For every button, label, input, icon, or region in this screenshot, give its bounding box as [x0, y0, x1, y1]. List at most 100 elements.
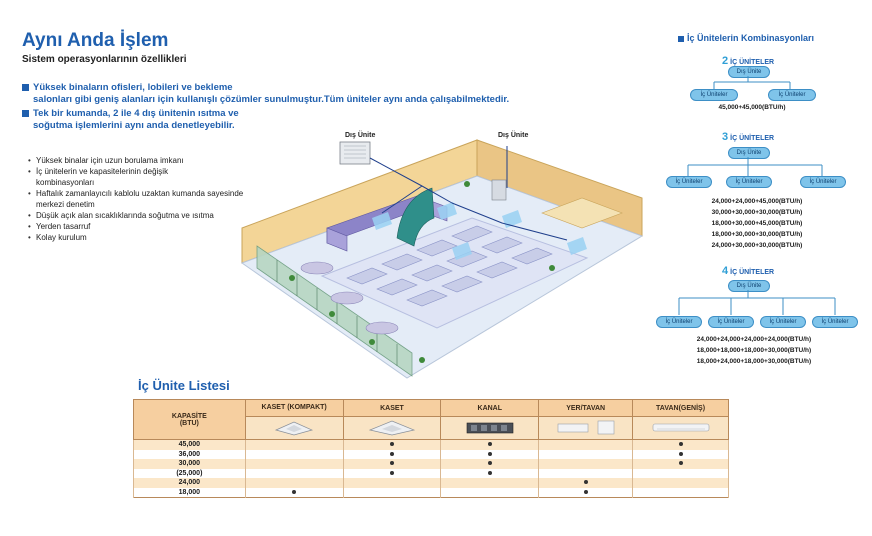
available-dot-icon [487, 461, 492, 466]
combination-values: 45,000+45,000(BTU/h) [718, 104, 786, 111]
indoor-unit-pill: İç Üniteler [726, 176, 772, 188]
table-row: 30,000 [133, 459, 729, 469]
unit-list-title: İç Ünite Listesi [138, 378, 230, 393]
table-border [133, 497, 729, 498]
indoor-unit-pill: İç Üniteler [708, 316, 754, 328]
availability-cell [440, 439, 540, 450]
availability-cell [342, 449, 442, 459]
capacity-cell: (25,000) [133, 468, 246, 478]
bullet-square-icon [22, 109, 29, 117]
capacity-cell: 18,000 [133, 487, 246, 498]
combination-connector [678, 290, 836, 315]
wide-ceiling-unit-icon [652, 423, 709, 432]
capacity-cell: 30,000 [133, 459, 246, 469]
availability-cell [440, 468, 540, 478]
available-dot-icon [583, 489, 588, 494]
availability-cell [440, 449, 540, 459]
cassette-icon [368, 420, 416, 436]
capacity-cell: 24,000 [133, 478, 246, 488]
list-item: Yüksek binalar için uzun borulama imkanı [28, 155, 278, 166]
availability-cell [632, 459, 729, 469]
availability-cell [440, 459, 540, 469]
availability-cell [244, 459, 344, 469]
availability-cell [440, 478, 540, 488]
availability-cell [538, 449, 634, 459]
column-header: TAVAN(GENİŞ) [632, 399, 729, 417]
page-title: Aynı Anda İşlem [22, 30, 169, 51]
wide-ceiling-image [632, 416, 729, 440]
indoor-unit-pill: İç Üniteler [690, 89, 738, 101]
available-dot-icon [487, 442, 492, 447]
outdoor-unit-pill: Dış Ünite [728, 147, 770, 159]
column-header: KASET [342, 399, 442, 417]
table-row: 24,000 [133, 478, 729, 488]
outdoor-unit-label: Dış Ünite [498, 132, 529, 139]
availability-cell [342, 478, 442, 488]
combination-connector [713, 76, 791, 89]
availability-cell [538, 478, 634, 488]
outdoor-unit-pill: Dış Ünite [728, 280, 770, 292]
cassette-compact-image [244, 416, 344, 440]
available-dot-icon [389, 442, 394, 447]
availability-cell [632, 449, 729, 459]
availability-cell [632, 487, 729, 498]
capacity-cell: 36,000 [133, 449, 246, 459]
availability-cell [244, 478, 344, 488]
cassette-image [342, 416, 442, 440]
availability-cell [244, 449, 344, 459]
availability-cell [538, 459, 634, 469]
availability-cell [440, 487, 540, 498]
available-dot-icon [678, 451, 683, 456]
list-item: İç ünitelerin ve kapasitelerinin değişik… [28, 166, 206, 188]
bullet-square-icon [22, 83, 29, 91]
combination-values: 24,000+24,000+24,000+24,000(BTU/h) 18,00… [696, 336, 812, 365]
floor-ceiling-image [538, 416, 634, 440]
duct-image [440, 416, 540, 440]
indoor-unit-pill: İç Üniteler [666, 176, 712, 188]
availability-cell [632, 478, 729, 488]
indoor-unit-pill: İç Üniteler [812, 316, 858, 328]
duct-unit-icon [466, 422, 514, 434]
availability-cell [244, 468, 344, 478]
list-item: Yerden tasarruf [28, 221, 278, 232]
list-item: Düşük açık alan sıcaklıklarında soğutma … [28, 210, 241, 221]
outdoor-unit-pill: Dış Ünite [728, 66, 770, 78]
table-row: 36,000 [133, 449, 729, 459]
availability-cell [244, 487, 344, 498]
availability-cell [342, 468, 442, 478]
list-item: Kolay kurulum [28, 232, 278, 243]
indoor-unit-pill: İç Üniteler [760, 316, 806, 328]
unit-list-table: KAPASİTE (BTU) KASET (KOMPAKT) KASET KAN… [133, 399, 729, 498]
indoor-unit-pill: İç Üniteler [656, 316, 702, 328]
table-row: (25,000) [133, 468, 729, 478]
lead-paragraph-2: Tek bir kumanda, 2 ile 4 dış ünitenin ıs… [22, 108, 322, 132]
feature-list: Yüksek binalar için uzun borulama imkanı… [28, 155, 278, 243]
available-dot-icon [389, 451, 394, 456]
availability-cell [632, 439, 729, 450]
availability-cell [538, 468, 634, 478]
capacity-header: KAPASİTE (BTU) [133, 399, 246, 440]
available-dot-icon [678, 442, 683, 447]
combination-values: 24,000+24,000+45,000(BTU/h) 30,000+30,00… [711, 198, 803, 249]
outdoor-unit-label: Dış Ünite [345, 132, 376, 139]
combinations-title: İç Ünitelerin Kombinasyonları [678, 33, 814, 43]
available-dot-icon [389, 470, 394, 475]
column-header: KASET (KOMPAKT) [244, 399, 344, 417]
capacity-cell: 45,000 [133, 439, 246, 450]
available-dot-icon [583, 480, 588, 485]
availability-cell [538, 487, 634, 498]
indoor-unit-pill: İç Üniteler [800, 176, 846, 188]
availability-cell [244, 439, 344, 450]
availability-cell [342, 439, 442, 450]
lead-paragraph-1: Yüksek binaların ofisleri, lobileri ve b… [22, 82, 682, 106]
availability-cell [538, 439, 634, 450]
available-dot-icon [487, 451, 492, 456]
available-dot-icon [678, 461, 683, 466]
office-illustration [240, 139, 644, 379]
availability-cell [342, 459, 442, 469]
available-dot-icon [389, 461, 394, 466]
bullet-square-icon [678, 35, 684, 42]
cassette-compact-icon [275, 421, 314, 436]
